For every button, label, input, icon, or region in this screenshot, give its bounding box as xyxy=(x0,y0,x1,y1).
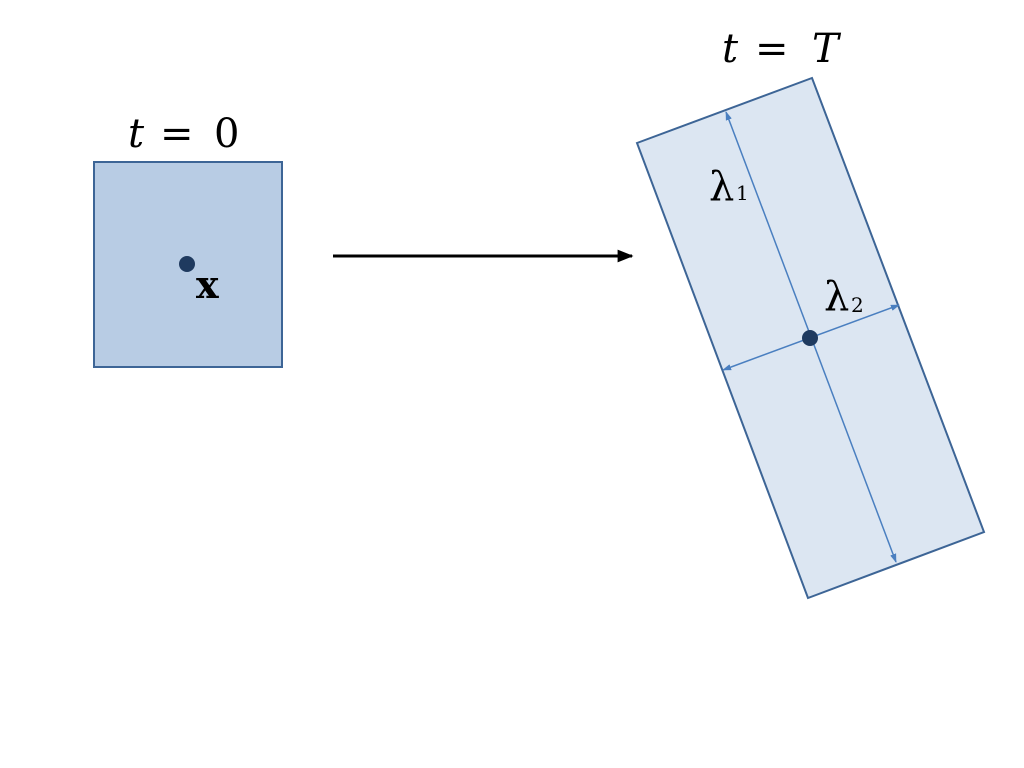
label-lambda-1-sym: λ xyxy=(709,164,734,210)
label-time-initial-var: t xyxy=(128,111,145,157)
label-lambda-2-sym: λ xyxy=(824,274,849,320)
label-lambda-2-sub: 2 xyxy=(851,293,864,317)
center-point-marker xyxy=(802,330,818,346)
label-point-x: x xyxy=(196,262,219,307)
label-time-final: t = T xyxy=(722,26,842,72)
label-time-initial-val: 0 xyxy=(214,111,239,157)
label-time-final-eq: = xyxy=(755,26,789,72)
label-lambda-1: λ 1 xyxy=(709,164,749,210)
label-lambda-2: λ 2 xyxy=(824,274,864,320)
label-time-final-var: t xyxy=(722,26,739,72)
label-lambda-1-sub: 1 xyxy=(736,181,749,205)
label-time-initial: t = 0 xyxy=(128,111,239,157)
point-x-marker xyxy=(179,256,195,272)
label-time-initial-eq: = xyxy=(160,111,194,157)
label-time-final-val: T xyxy=(812,26,842,72)
